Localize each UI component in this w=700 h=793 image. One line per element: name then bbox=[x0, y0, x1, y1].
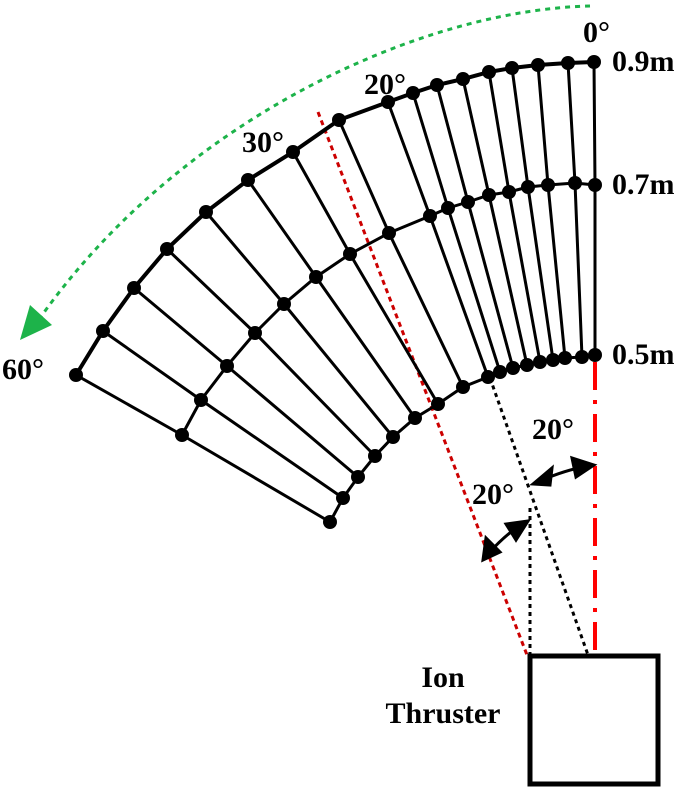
probe-point bbox=[381, 95, 395, 109]
probe-point bbox=[546, 353, 560, 367]
probe-point bbox=[441, 201, 455, 215]
beam-edge-line bbox=[316, 111, 529, 656]
radius-label-inner: 0.5m bbox=[612, 338, 675, 371]
probe-point bbox=[175, 428, 189, 442]
radial-line bbox=[133, 286, 359, 479]
probe-point bbox=[568, 176, 582, 190]
probe-point bbox=[558, 351, 572, 365]
probe-point bbox=[482, 65, 496, 79]
probe-point bbox=[588, 178, 602, 192]
radial-line bbox=[102, 329, 344, 500]
probe-point bbox=[127, 281, 141, 295]
probe-point bbox=[406, 86, 420, 100]
probe-point bbox=[241, 173, 255, 187]
probe-point bbox=[386, 430, 400, 444]
probe-point bbox=[248, 326, 262, 340]
probe-point bbox=[96, 324, 110, 338]
radius-label-middle: 0.7m bbox=[612, 168, 675, 201]
probe-point bbox=[456, 380, 470, 394]
radial-line bbox=[536, 64, 567, 359]
ion-thruster-label: Ion Thruster bbox=[358, 660, 528, 732]
probe-point bbox=[456, 72, 470, 86]
radial-line bbox=[592, 61, 597, 355]
probe-point bbox=[587, 55, 601, 69]
angle-label-60: 60° bbox=[2, 353, 44, 386]
angle-label-30: 30° bbox=[242, 126, 284, 159]
probe-point bbox=[351, 470, 365, 484]
probe-point bbox=[323, 515, 337, 529]
probe-point bbox=[502, 185, 516, 199]
probe-point bbox=[461, 195, 475, 209]
probe-point bbox=[309, 270, 323, 284]
probe-point bbox=[505, 61, 519, 75]
angle-label-0: 0° bbox=[583, 16, 610, 49]
sweep-arrow-arc bbox=[38, 4, 591, 319]
angle-arrow-a bbox=[529, 455, 598, 487]
probe-point bbox=[199, 205, 213, 219]
measurement-grid bbox=[69, 55, 602, 529]
probe-point bbox=[382, 226, 396, 240]
thruster-label-line2: Thruster bbox=[385, 697, 501, 730]
probe-point bbox=[575, 350, 589, 364]
probe-point bbox=[431, 397, 445, 411]
half-angle-label-b: 20° bbox=[472, 478, 514, 511]
probe-point bbox=[506, 361, 520, 375]
probe-point bbox=[482, 188, 496, 202]
sweep-arrow-head-icon bbox=[20, 305, 52, 340]
probe-point bbox=[533, 355, 547, 369]
probe-point bbox=[69, 368, 83, 382]
thruster-label-line1: Ion bbox=[421, 661, 465, 694]
probe-point bbox=[336, 491, 350, 505]
ion-thruster-box bbox=[527, 653, 661, 787]
probe-point bbox=[521, 180, 535, 194]
probe-point bbox=[368, 449, 382, 463]
probe-point bbox=[561, 56, 575, 70]
radial-line bbox=[566, 62, 584, 358]
probe-point bbox=[493, 365, 507, 379]
probe-point bbox=[520, 358, 534, 372]
radius-label-outer: 0.9m bbox=[612, 45, 675, 78]
probe-point bbox=[160, 242, 174, 256]
radial-line bbox=[165, 247, 377, 458]
radial-line bbox=[411, 92, 502, 373]
probe-point bbox=[286, 145, 300, 159]
inclined-axis-line bbox=[488, 377, 590, 656]
probe-point bbox=[430, 78, 444, 92]
angle-label-20: 20° bbox=[364, 68, 406, 101]
angle-arrow-b bbox=[481, 519, 531, 563]
probe-point bbox=[541, 178, 555, 192]
probe-point bbox=[408, 411, 422, 425]
probe-point bbox=[332, 113, 346, 127]
probe-point bbox=[588, 348, 602, 362]
probe-point bbox=[277, 297, 291, 311]
probe-point bbox=[220, 359, 234, 373]
probe-point bbox=[531, 58, 545, 72]
probe-point bbox=[194, 393, 208, 407]
probe-point bbox=[343, 247, 357, 261]
half-angle-label-a: 20° bbox=[532, 413, 574, 446]
probe-point bbox=[481, 370, 495, 384]
probe-point bbox=[423, 209, 437, 223]
